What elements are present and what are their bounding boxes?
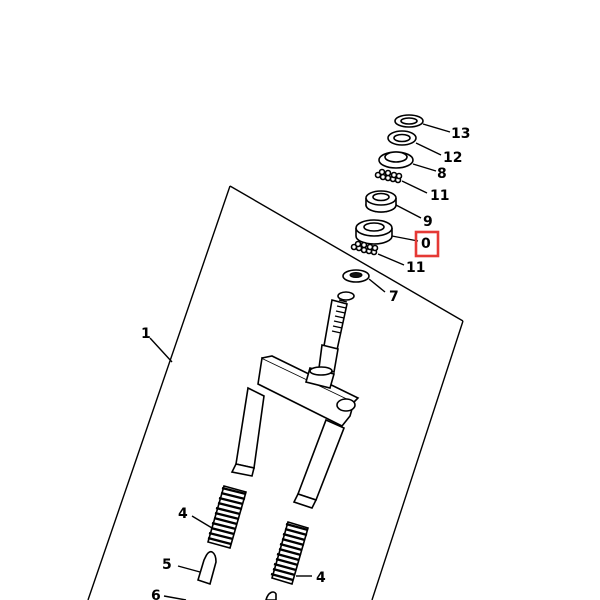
callout-13: 13	[451, 126, 470, 142]
callout-9: 9	[423, 214, 433, 230]
steel-balls-11-upper	[374, 168, 428, 194]
leader-1	[149, 337, 173, 363]
callout-6: 6	[151, 588, 161, 600]
race-9	[365, 190, 422, 219]
callout-8: 8	[437, 166, 447, 182]
ring-nut-13	[394, 114, 451, 133]
steel-balls-11-lower	[350, 240, 405, 266]
fork-spring-4-right	[270, 521, 312, 585]
callout-11-lower: 11	[406, 260, 425, 276]
inner-tube-right	[292, 418, 346, 509]
callout-4-left: 4	[178, 506, 188, 522]
highlight-box	[414, 230, 440, 258]
part-6	[163, 591, 277, 600]
callout-7: 7	[389, 289, 399, 305]
assembly-frame	[87, 185, 464, 600]
callout-11-upper: 11	[430, 188, 449, 204]
race-10	[355, 219, 419, 245]
race-cone-8	[378, 151, 437, 172]
callout-1: 1	[141, 326, 151, 342]
fork-spring-4-left	[191, 485, 247, 549]
inner-tube-left	[230, 386, 265, 477]
washer-12	[387, 130, 442, 156]
steering-stem	[318, 291, 355, 373]
callout-5: 5	[162, 557, 172, 573]
callout-4-right: 4	[316, 570, 326, 586]
callout-12: 12	[443, 150, 462, 166]
under-bracket	[257, 355, 360, 428]
callout-10: 0	[421, 236, 431, 252]
race-7	[342, 269, 386, 293]
damper-rod-5	[177, 550, 217, 586]
